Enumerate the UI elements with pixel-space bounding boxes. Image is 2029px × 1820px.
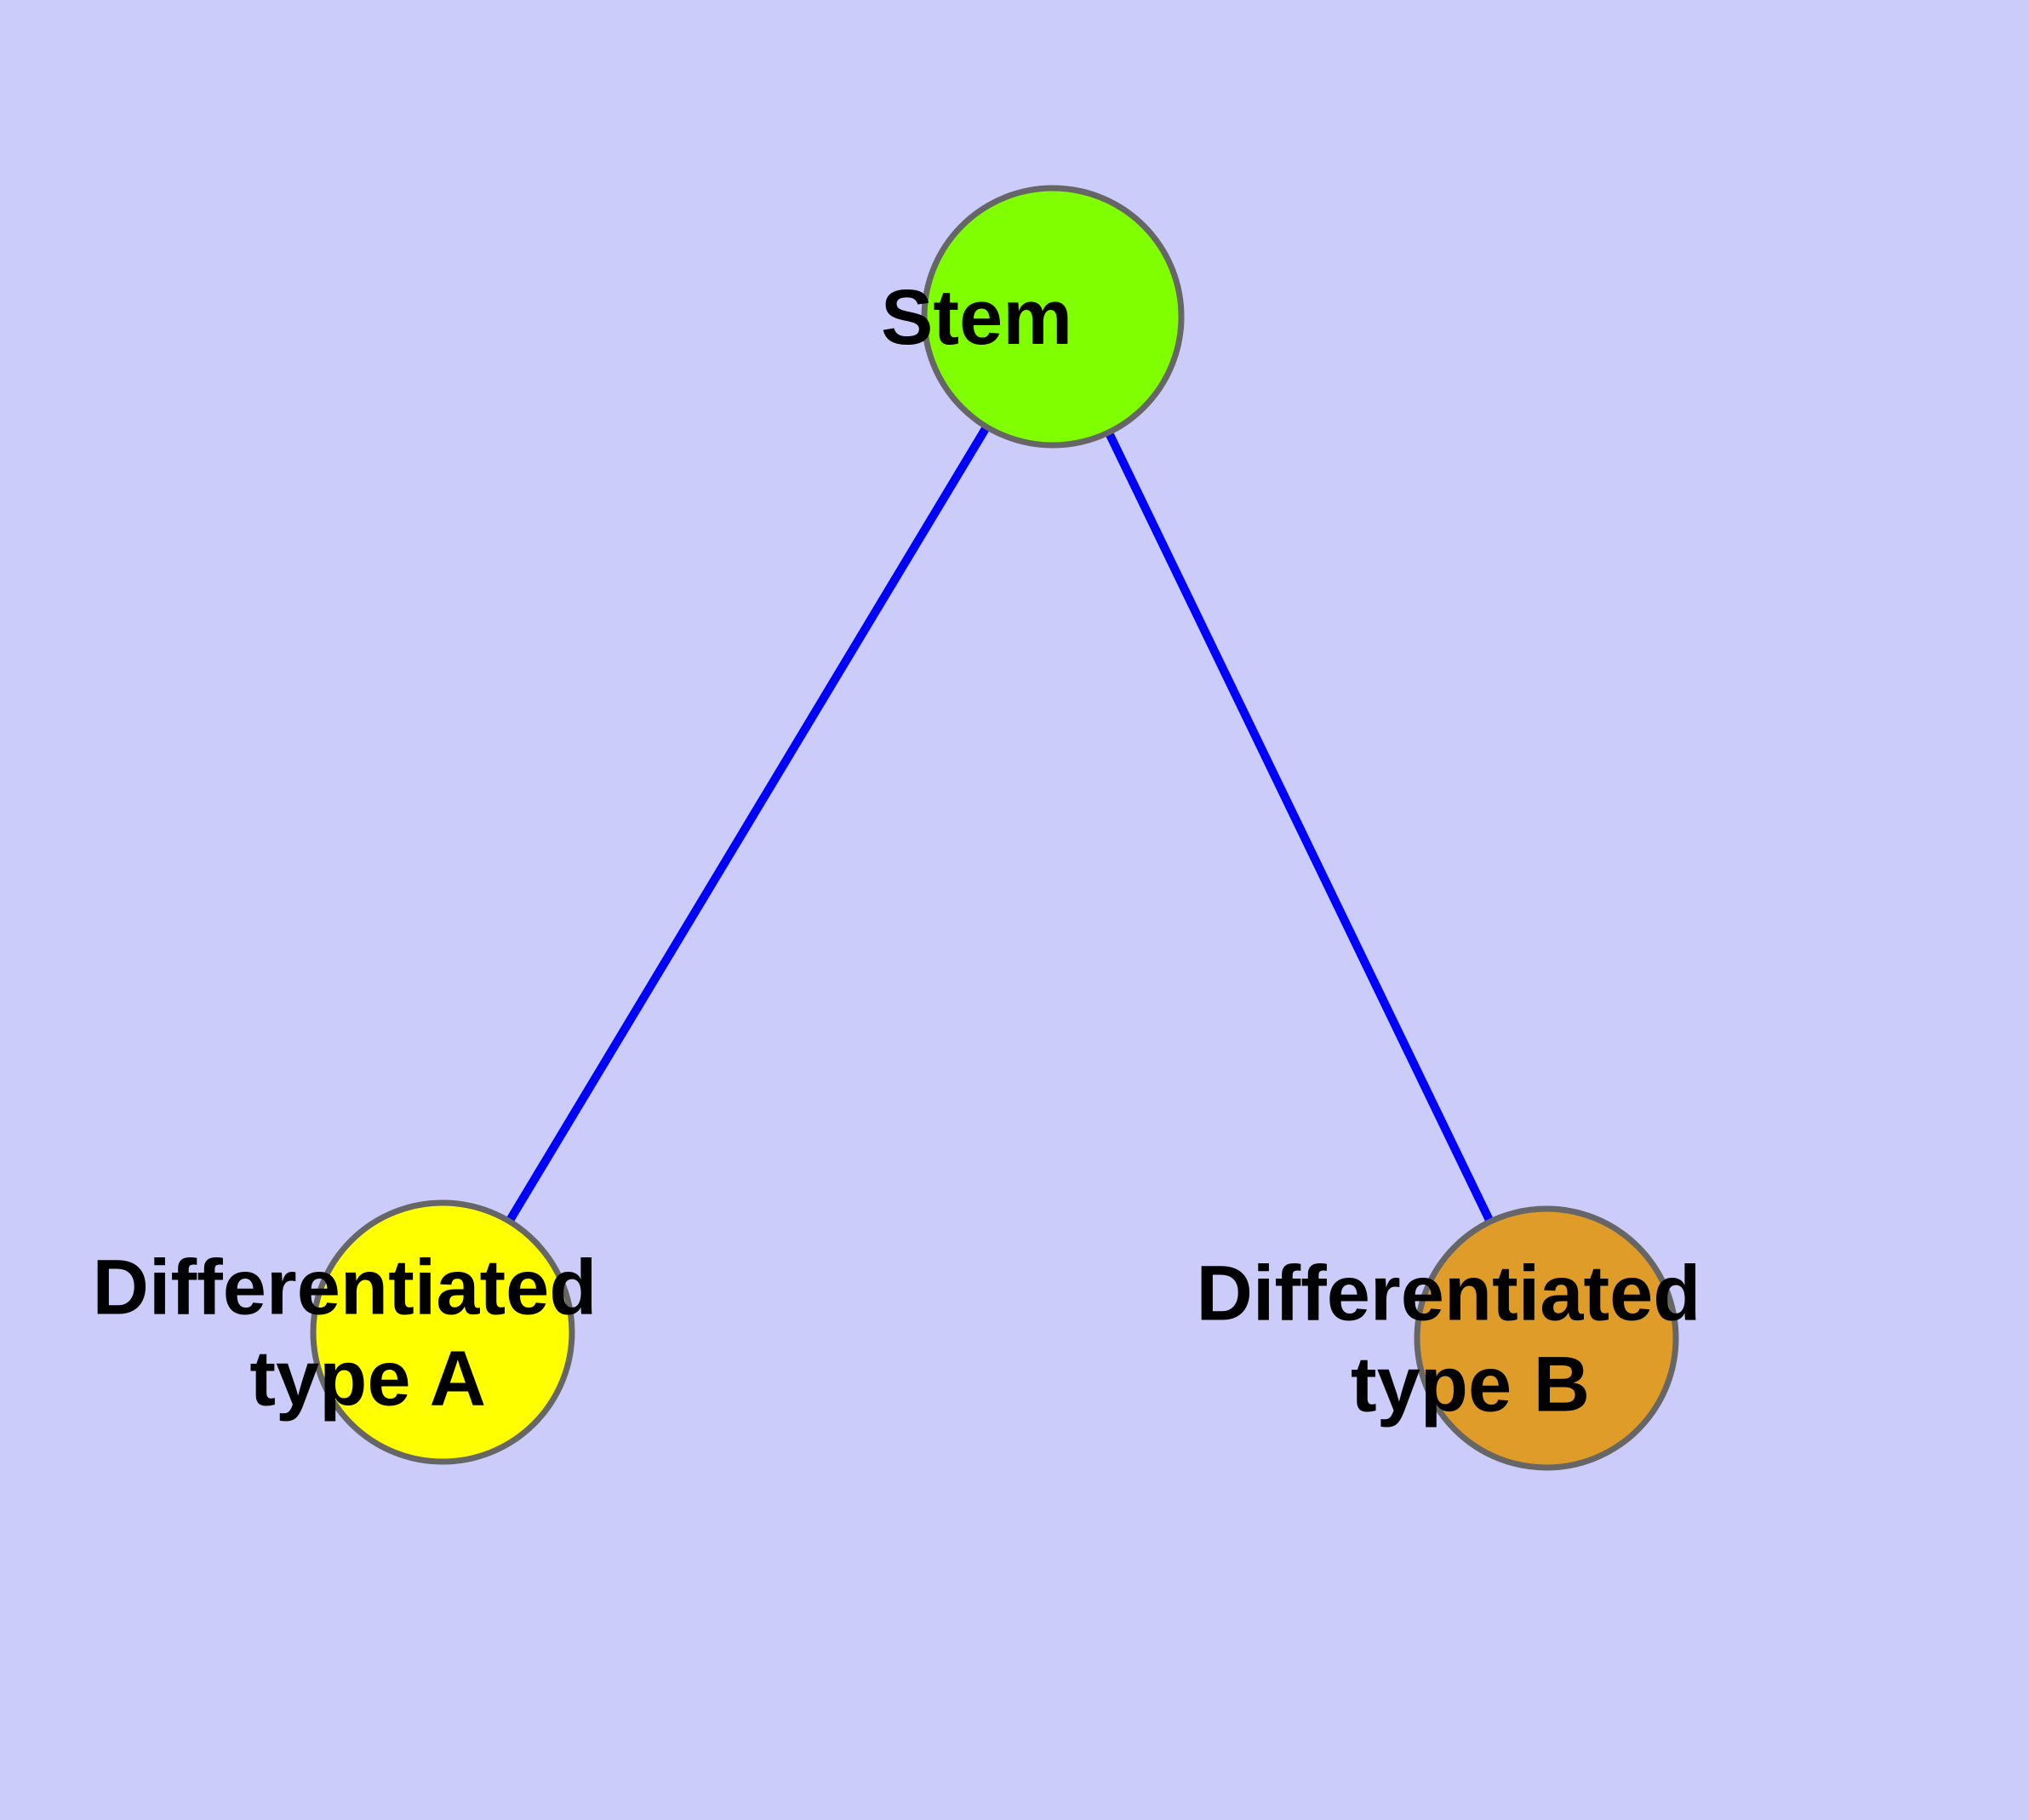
edge-stem-to-differentiated-type-a[interactable] [504, 423, 992, 1226]
node-stem-label: Stem [0, 0, 1225, 361]
node-stem-label-line-1: Stem [881, 274, 1072, 361]
node-differentiated-type-a-circle[interactable] [310, 1199, 575, 1465]
node-layer [310, 185, 1679, 1471]
node-differentiated-type-b-circle[interactable] [1414, 1205, 1679, 1471]
node-differentiated-type-a-label: Differentiated type A [0, 0, 793, 1422]
edge-layer [504, 423, 1495, 1226]
node-differentiated-type-b[interactable] [1414, 1205, 1679, 1471]
node-differentiated-type-a-label-line-1: Differentiated [92, 1245, 597, 1331]
node-differentiated-type-a[interactable] [310, 1199, 575, 1465]
node-differentiated-type-a-label-line-2: type A [249, 1336, 484, 1422]
node-differentiated-type-b-label: Differentiated type B [1196, 1251, 1700, 1428]
node-differentiated-type-b-label-line-2: type B [1351, 1342, 1590, 1428]
node-stem-circle[interactable] [921, 185, 1185, 449]
label-layer: Stem Differentiated type A Differentiate… [0, 0, 1700, 1428]
edge-stem-to-differentiated-type-b[interactable] [1104, 428, 1495, 1226]
node-differentiated-type-b-label-line-1: Differentiated [1196, 1251, 1700, 1337]
node-stem[interactable] [921, 185, 1185, 449]
